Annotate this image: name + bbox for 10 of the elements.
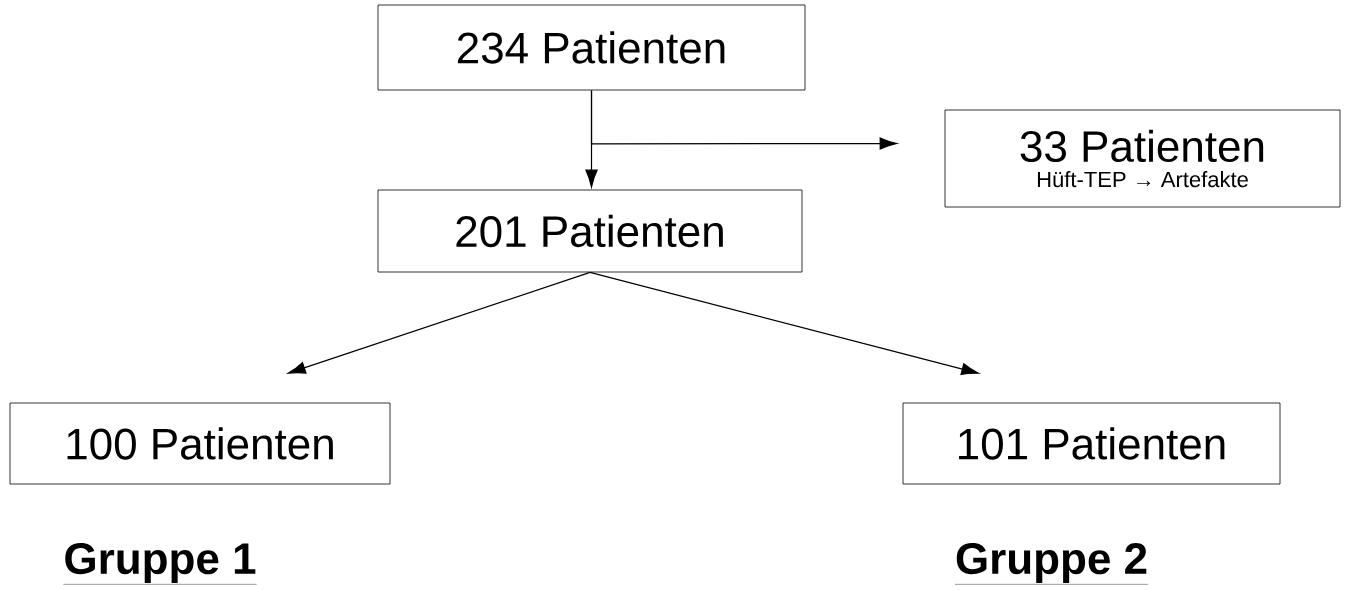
- process-box: 201 Patienten: [377, 189, 803, 273]
- group-label: Gruppe 1: [63, 543, 257, 585]
- process-box: 101 Patienten: [902, 402, 1281, 485]
- arrow: [287, 271, 591, 374]
- process-box: 234 Patienten: [377, 4, 806, 91]
- process-box: 33 Patienten Hüft-TEP → Artefakte: [944, 109, 1341, 208]
- group-label: Gruppe 2: [954, 543, 1149, 585]
- arrow: [589, 271, 980, 376]
- process-box: 100 Patienten: [9, 402, 391, 485]
- arrow: [590, 89, 898, 150]
